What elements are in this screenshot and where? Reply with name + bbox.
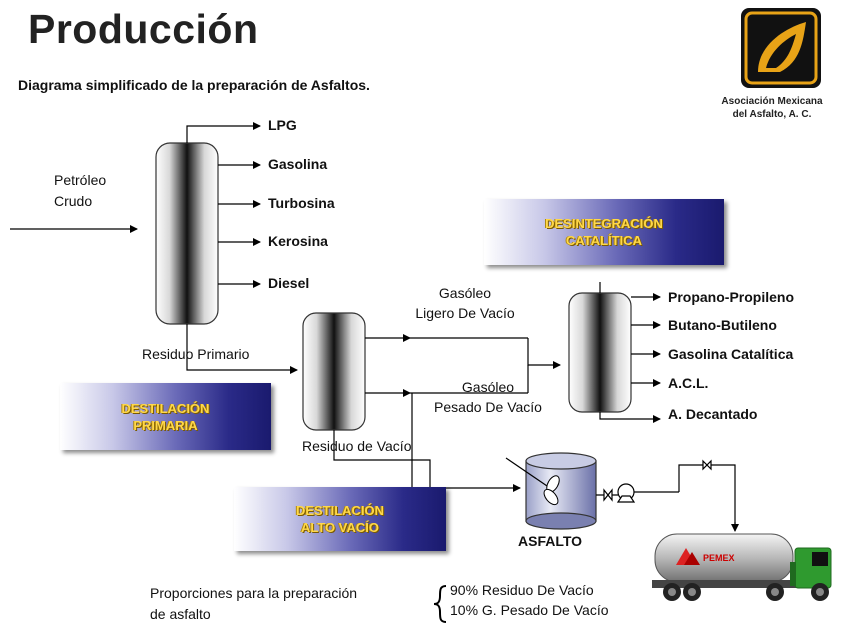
box-desintegracion-line2: CATALÍTICA <box>565 233 643 248</box>
box-alto-vacio-line1: DESTILACIÓN <box>295 503 385 518</box>
feed-label-line2: Crudo <box>54 193 93 209</box>
box-destilacion-alto-vacio: DESTILACIÓN ALTO VACÍO <box>234 487 446 551</box>
product-kerosina: Kerosina <box>268 233 328 249</box>
gasoleo-pesado-line2: Pesado De Vacío <box>434 399 542 415</box>
gasoleo-ligero-line2: Ligero De Vacío <box>415 305 515 321</box>
product-gasolina: Gasolina <box>268 156 328 172</box>
vacuum-distillation-column <box>302 312 366 431</box>
feed-label: Petróleo Crudo <box>54 170 106 212</box>
gasoleo-pesado-label: Gasóleo Pesado De Vacío <box>418 377 558 417</box>
product-butano-butileno: Butano-Butileno <box>668 317 777 333</box>
residuo-primario-line <box>186 324 298 374</box>
proportions-label: Proporciones para la preparación de asfa… <box>150 583 357 625</box>
logo-caption-line1: Asociación Mexicana <box>721 96 823 107</box>
box-desintegracion-line1: DESINTEGRACIÓN <box>545 216 663 231</box>
proportion-item-2: 10% G. Pesado De Vacío <box>450 602 609 618</box>
residuo-vacio-label: Residuo de Vacío <box>302 438 412 454</box>
product-diesel: Diesel <box>268 275 310 291</box>
product-turbosina: Turbosina <box>268 195 335 211</box>
gasoleo-ligero-label: Gasóleo Ligero De Vacío <box>395 283 535 323</box>
asphalt-tank <box>505 452 597 530</box>
product-propano-propileno: Propano-Propileno <box>668 289 794 305</box>
proportions-label-line2: de asfalto <box>150 606 211 622</box>
catalytic-product-lines <box>599 282 661 423</box>
gasoleo-pesado-line1: Gasóleo <box>461 379 515 395</box>
pump-and-valve-line <box>596 459 739 532</box>
primary-distillation-column <box>155 142 219 325</box>
proportion-item-1: 90% Residuo De Vacío <box>450 582 594 598</box>
amaac-logo <box>741 8 821 88</box>
gasoleo-ligero-line1: Gasóleo <box>438 285 492 301</box>
product-acl: A.C.L. <box>668 375 709 391</box>
catalytic-cracking-column <box>568 292 632 413</box>
primary-product-lines <box>186 122 261 288</box>
proportions-label-line1: Proporciones para la preparación <box>150 585 358 601</box>
box-alto-vacio-line2: ALTO VACÍO <box>301 520 379 535</box>
diagram-subtitle: Diagrama simplificado de la preparación … <box>18 77 370 93</box>
residuo-primario-label: Residuo Primario <box>142 346 250 362</box>
logo-caption: Asociación Mexicana del Asfalto, A. C. <box>702 95 842 121</box>
box-destilacion-primaria: DESTILACIÓN PRIMARIA <box>60 383 271 450</box>
product-a-decantado: A. Decantado <box>668 406 758 422</box>
logo-caption-line2: del Asfalto, A. C. <box>732 109 812 120</box>
feed-label-line1: Petróleo <box>54 172 107 188</box>
proportions-values: 90% Residuo De Vacío 10% G. Pesado De Va… <box>450 580 609 620</box>
product-gasolina-catalitica: Gasolina Catalítica <box>668 346 794 362</box>
truck-brand-text: PEMEX <box>703 553 735 563</box>
product-lpg: LPG <box>268 117 297 133</box>
page-title: Producción <box>28 6 259 52</box>
box-desintegracion-catalitica: DESINTEGRACIÓN CATALÍTICA <box>484 199 724 265</box>
asfalto-label: ASFALTO <box>518 533 583 549</box>
tanker-truck <box>652 533 832 601</box>
proportion-brace <box>433 585 447 623</box>
box-primaria-line1: DESTILACIÓN <box>121 400 210 416</box>
box-primaria-line2: PRIMARIA <box>133 417 198 433</box>
